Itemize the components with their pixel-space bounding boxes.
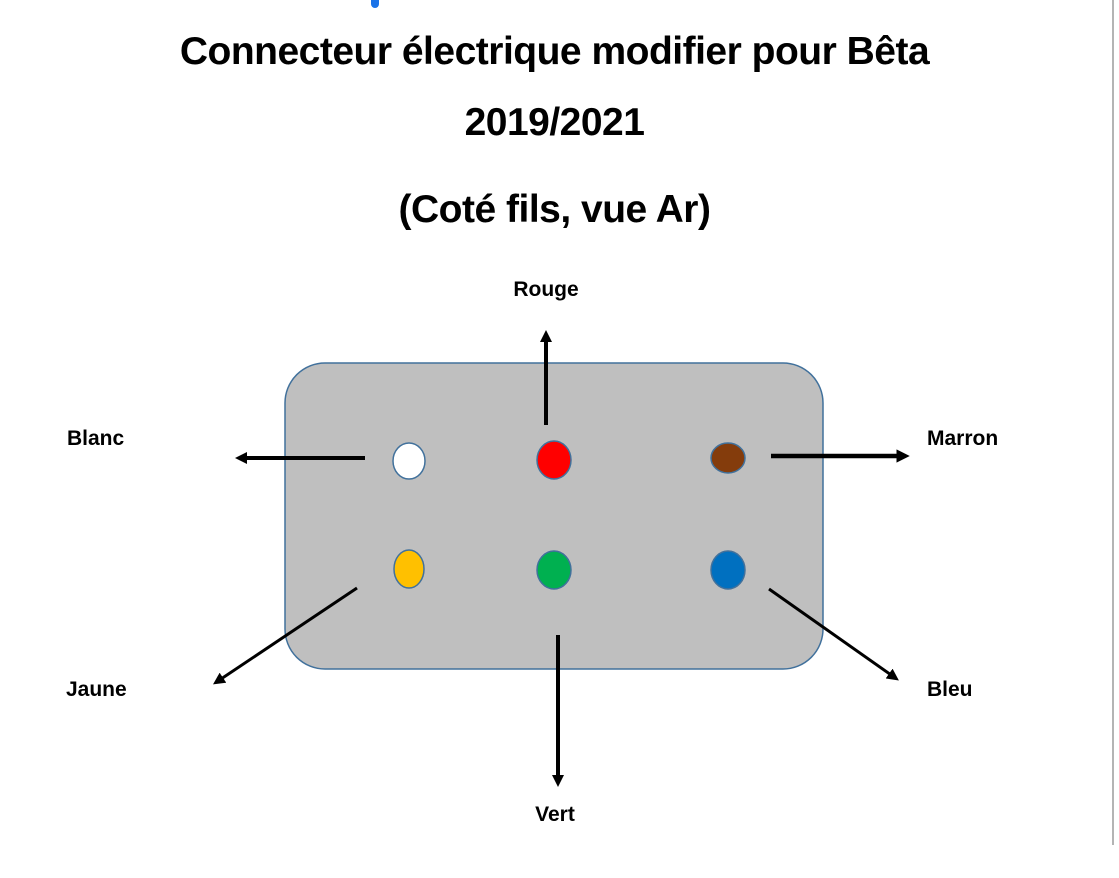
top-edge-marker — [371, 0, 379, 8]
pin-bleu — [710, 550, 746, 590]
connector-body — [284, 362, 824, 670]
pin-blanc — [392, 442, 426, 480]
wire-label-rouge: Rouge — [513, 278, 578, 301]
diagram-title-years: 2019/2021 — [464, 101, 645, 144]
wire-arrow-bleu — [768, 587, 899, 681]
wire-label-jaune: Jaune — [66, 678, 127, 701]
wire-arrow-jaune — [213, 586, 358, 685]
pin-rouge — [536, 440, 572, 480]
pin-jaune — [393, 549, 425, 589]
diagram-subtitle: (Coté fils, vue Ar) — [398, 188, 711, 231]
wire-label-vert: Vert — [535, 803, 575, 826]
pin-vert — [536, 550, 572, 590]
wire-label-bleu: Bleu — [927, 678, 973, 701]
diagram-title: Connecteur électrique modifier pour Bêta — [179, 30, 930, 73]
wire-label-marron: Marron — [927, 427, 998, 450]
wire-label-blanc: Blanc — [67, 427, 125, 450]
page-edge-rule — [1112, 0, 1114, 845]
pin-marron — [710, 442, 746, 474]
